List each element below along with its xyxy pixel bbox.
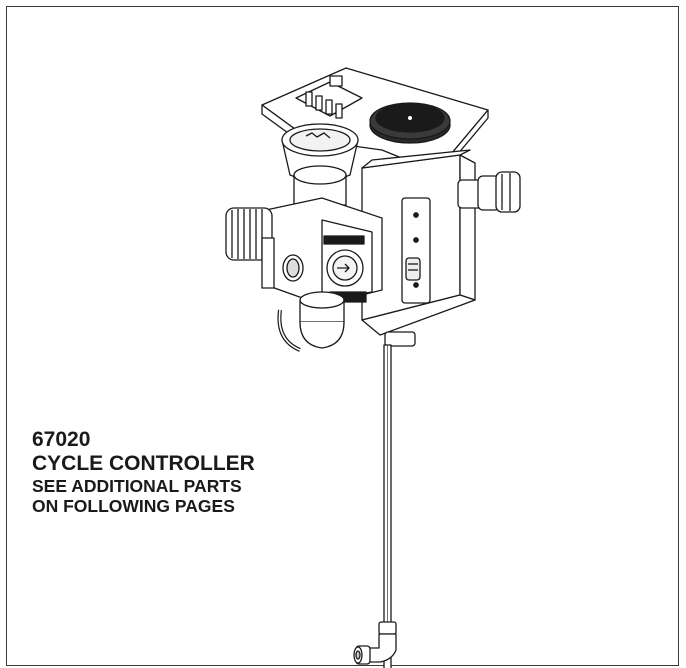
part-title: CYCLE CONTROLLER <box>32 452 255 476</box>
drain-tube <box>383 344 392 668</box>
part-number: 67020 <box>32 428 91 451</box>
regulator-body <box>265 197 383 306</box>
elbow-fitting <box>353 621 397 665</box>
note-line-2: ON FOLLOWING PAGES <box>32 496 235 517</box>
regulator-bowl <box>281 123 359 210</box>
adjustment-knob <box>225 207 275 289</box>
side-fitting <box>457 171 521 213</box>
terminal-block <box>295 75 363 119</box>
note-line-1: SEE ADDITIONAL PARTS <box>32 476 242 497</box>
caption-block: 67020 CYCLE CONTROLLER SEE ADDITIONAL PA… <box>32 428 255 517</box>
lower-fittings <box>277 291 345 352</box>
vent-disc <box>369 102 451 144</box>
